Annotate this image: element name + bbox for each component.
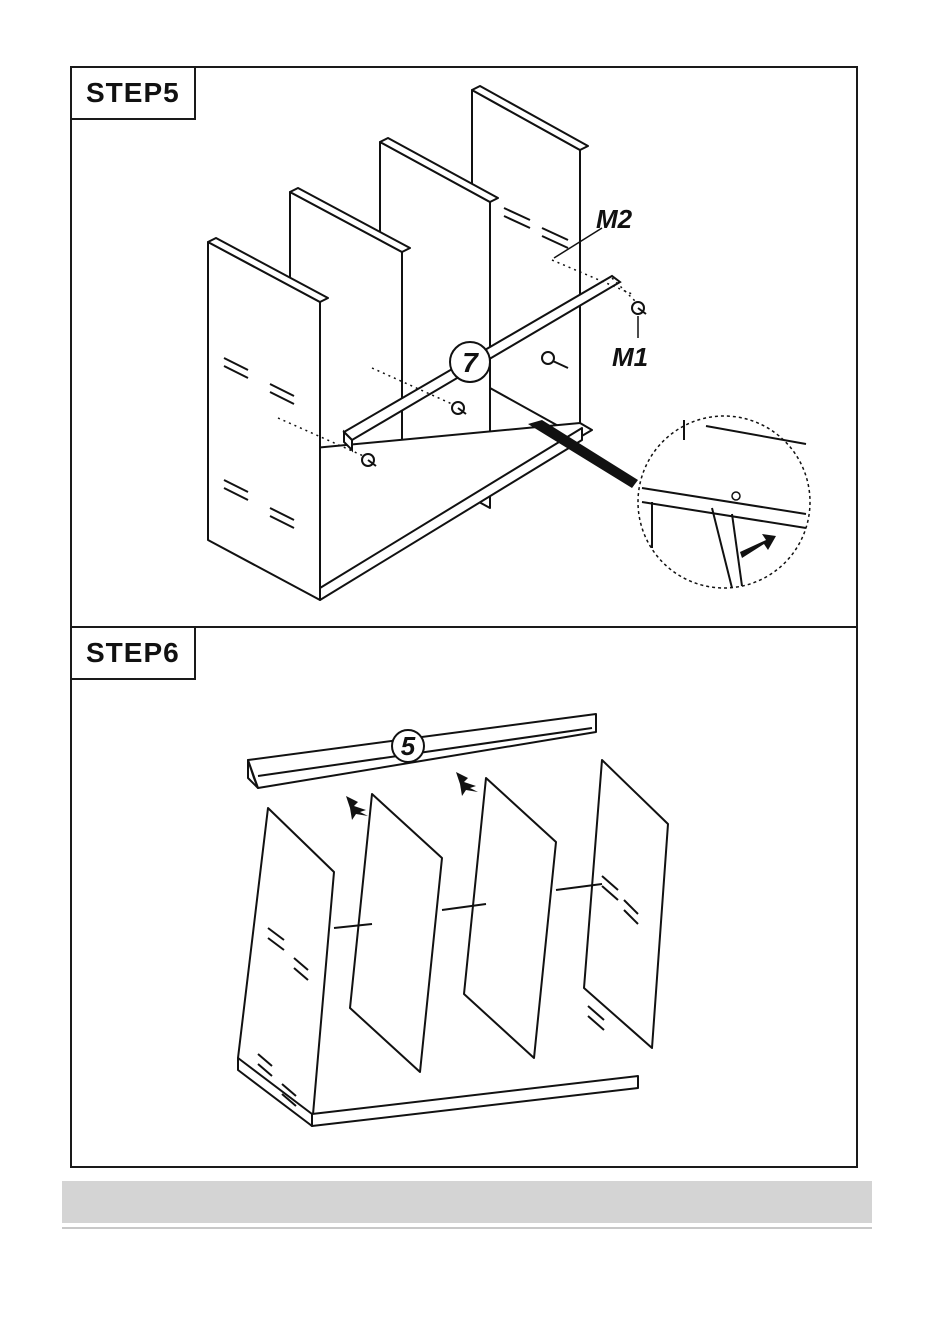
hardware-label-m2: M2 <box>596 204 633 234</box>
footer-bar <box>62 1181 872 1223</box>
partition-panel <box>350 794 442 1072</box>
step5-panel: 7 M2 M1 STEP5 <box>70 66 858 628</box>
step6-panel: 5 <box>70 626 858 1168</box>
detail-zoom-circle <box>638 416 810 588</box>
step-label: STEP6 <box>72 628 196 680</box>
front-side-panel <box>208 242 320 600</box>
step6-illustration: 5 <box>72 628 856 1166</box>
footer-divider <box>62 1227 872 1229</box>
hardware-label-m1: M1 <box>612 342 648 372</box>
part-number-5: 5 <box>401 731 416 761</box>
right-side-panel <box>584 760 668 1048</box>
partition-panel <box>464 778 556 1058</box>
step-label: STEP5 <box>72 68 196 120</box>
arrow-icon <box>456 772 478 796</box>
arrow-icon <box>346 796 368 820</box>
screw-icon <box>542 352 554 364</box>
part-number-7: 7 <box>462 347 479 378</box>
step5-illustration: 7 M2 M1 <box>72 68 856 626</box>
